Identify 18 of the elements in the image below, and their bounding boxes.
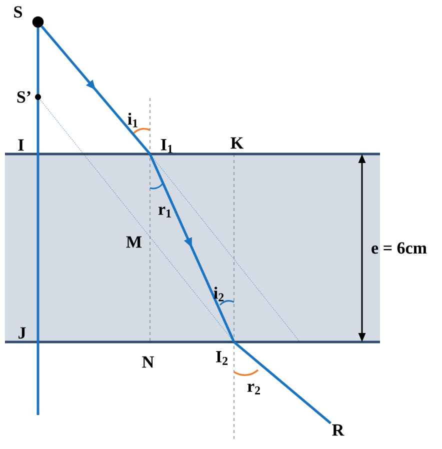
dimension-label: e = 6cm: [372, 242, 427, 254]
point-label: I$_{1}$: [161, 139, 172, 153]
point-label: I$_{2}$: [216, 351, 228, 365]
light-ray: [233, 341, 332, 424]
angle-label: r$_{2}$: [247, 384, 260, 394]
point-label: I: [18, 139, 24, 151]
angle-label: i$_{2}$: [214, 286, 224, 302]
point-label: R: [332, 424, 344, 436]
point-label: S’: [17, 91, 30, 103]
point-label: S: [14, 6, 44, 28]
light-ray: [148, 154, 236, 342]
point-label: J: [18, 327, 26, 339]
point-label: M: [126, 236, 142, 248]
angle-label: i$_{1}$: [128, 112, 138, 128]
point-label: K: [230, 137, 244, 149]
light-ray: [40, 26, 151, 155]
angle-label: r$_{1}$: [158, 206, 171, 218]
point-label: N: [142, 356, 154, 368]
